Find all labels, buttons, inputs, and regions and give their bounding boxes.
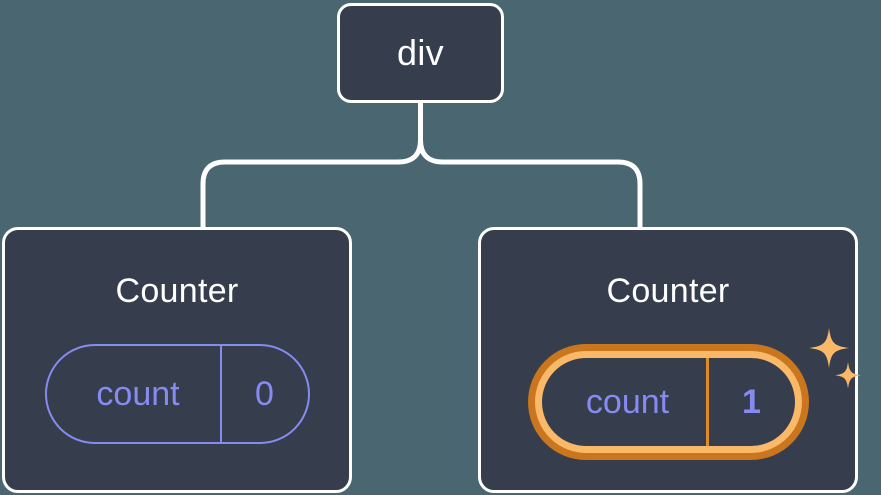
node-counter-right[interactable]: Counter count 1 [478, 227, 861, 493]
state-value-left: 0 [219, 346, 308, 442]
state-pill-right-highlighted[interactable]: count 1 [527, 344, 809, 460]
state-pill-inner-ring: count 1 [534, 351, 802, 453]
node-root-label: div [397, 32, 444, 73]
sparkle-small-icon [834, 362, 861, 389]
state-pill-wrap-right: count 1 [527, 328, 861, 460]
state-pill-left[interactable]: count 0 [44, 344, 310, 444]
node-counter-left[interactable]: Counter count 0 [2, 227, 352, 493]
state-key-left: count [96, 375, 180, 413]
node-counter-left-label: Counter [115, 272, 239, 310]
connector-branch-left [200, 137, 423, 230]
sparkle-large-icon [808, 328, 849, 368]
state-pill-wrap-left: count 0 [44, 344, 310, 444]
state-value-right: 1 [705, 358, 795, 446]
sparkle-group [808, 328, 861, 389]
state-key-right: count [585, 383, 670, 421]
node-counter-right-label: Counter [606, 272, 730, 310]
node-root-div[interactable]: div [337, 3, 504, 103]
connector-branch-right [418, 137, 643, 230]
